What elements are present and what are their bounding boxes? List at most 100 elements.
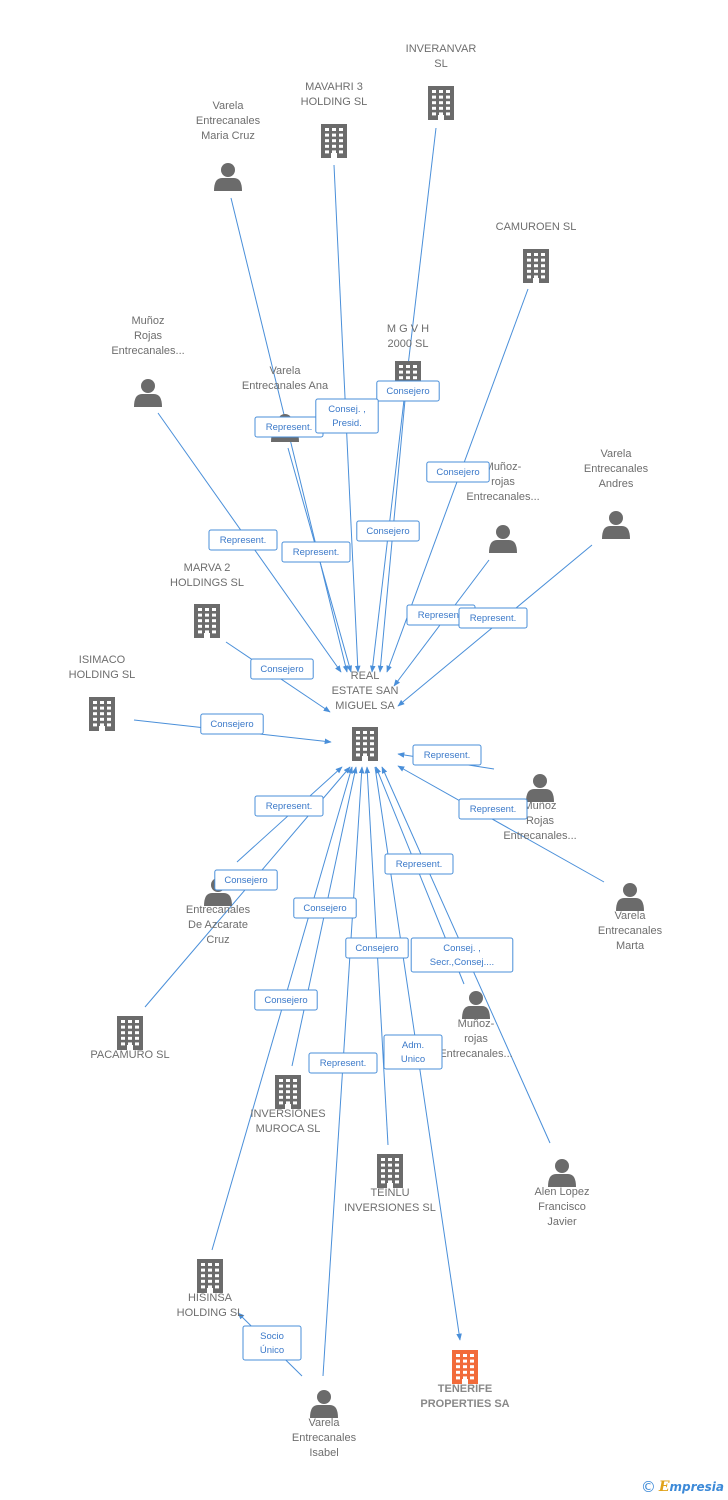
- node-label: Marta: [616, 940, 645, 952]
- building-icon: [452, 1350, 478, 1384]
- edge-label[interactable]: Represent.: [458, 798, 528, 820]
- person-icon: [526, 774, 554, 802]
- node-munoz-4[interactable]: Muñoz-rojasEntrecanales...: [439, 991, 513, 1060]
- edge-line-varela-marta-to-real-estate: [397, 765, 605, 883]
- edge-label-box[interactable]: [308, 1052, 378, 1074]
- edge-label-box[interactable]: [458, 607, 528, 629]
- edge-label-box[interactable]: [412, 744, 482, 766]
- person-icon: [462, 991, 490, 1019]
- edge-label-box[interactable]: [293, 897, 357, 919]
- edge-label[interactable]: Consej. ,Secr.,Consej....: [410, 937, 514, 973]
- edge-label[interactable]: Consejero: [214, 869, 278, 891]
- building-icon: [377, 1154, 403, 1188]
- person-icon: [548, 1159, 576, 1187]
- footer-brand: © Empresia: [641, 1476, 724, 1498]
- edge-label[interactable]: Represent.: [281, 541, 351, 563]
- edge-label[interactable]: Consejero: [293, 897, 357, 919]
- edge-label-text: Represent.: [470, 613, 516, 624]
- edge-label[interactable]: Consejero: [356, 520, 420, 542]
- edge-label-box[interactable]: [242, 1325, 302, 1361]
- edge-label-text: Represent.: [470, 804, 516, 815]
- brand-initial: E: [658, 1479, 670, 1495]
- edge-label[interactable]: Represent.: [412, 744, 482, 766]
- edge-label-box[interactable]: [345, 937, 409, 959]
- node-label: Muñoz: [131, 315, 164, 327]
- edge-label-box[interactable]: [254, 795, 324, 817]
- edge-label-box[interactable]: [376, 380, 440, 402]
- edge-label[interactable]: Consej. ,Presid.: [315, 398, 379, 434]
- node-label: SL: [434, 58, 447, 70]
- edge-label-box[interactable]: [356, 520, 420, 542]
- edge-label[interactable]: Consejero: [250, 658, 314, 680]
- edge-label[interactable]: Consejero: [200, 713, 264, 735]
- edge-label-text: Unico: [401, 1054, 425, 1065]
- edge-label-text: Represent.: [266, 801, 312, 812]
- node-label: rojas: [464, 1033, 488, 1045]
- edge-label-box[interactable]: [383, 1034, 443, 1070]
- edge-label-box[interactable]: [410, 937, 514, 973]
- person-icon: [310, 1390, 338, 1418]
- empresia-logo[interactable]: Empresia: [659, 1478, 724, 1496]
- edge-label[interactable]: Represent.: [208, 529, 278, 551]
- node-label: PROPERTIES SA: [420, 1398, 509, 1410]
- edge-label[interactable]: Consejero: [426, 461, 490, 483]
- node-label: HOLDING SL: [177, 1307, 244, 1319]
- building-icon: [352, 727, 378, 761]
- node-label: Varela: [309, 1417, 341, 1429]
- node-label: 2000 SL: [388, 338, 429, 350]
- edge-label-box[interactable]: [458, 798, 528, 820]
- node-label: Varela: [213, 100, 245, 112]
- node-label: Rojas: [134, 330, 163, 342]
- edge-label[interactable]: Consejero: [345, 937, 409, 959]
- node-pacamuro[interactable]: PACAMURO SL: [90, 1016, 170, 1061]
- edge-label-box[interactable]: [250, 658, 314, 680]
- node-munoz-3[interactable]: MuñozRojasEntrecanales...: [503, 774, 577, 842]
- node-label: ESTATE SAN: [332, 685, 399, 697]
- node-label: PACAMURO SL: [90, 1049, 169, 1061]
- edge-label-text: Consejero: [264, 995, 307, 1006]
- edge-label-box[interactable]: [384, 853, 454, 875]
- node-munoz-2[interactable]: Muñoz-rojasEntrecanales...: [466, 461, 540, 553]
- edge-label[interactable]: Represent.: [254, 416, 324, 438]
- edge-label[interactable]: Adm.Unico: [383, 1034, 443, 1070]
- edge-label-text: Consejero: [355, 943, 398, 954]
- edge-label-box[interactable]: [200, 713, 264, 735]
- node-munoz-1[interactable]: MuñozRojasEntrecanales...: [111, 315, 185, 407]
- edge-label[interactable]: Represent.: [384, 853, 454, 875]
- edge-label[interactable]: Represent.: [254, 795, 324, 817]
- edge-label-text: Consejero: [303, 903, 346, 914]
- edge-label-box[interactable]: [214, 869, 278, 891]
- edge-label[interactable]: Represent.: [458, 607, 528, 629]
- edge-label-box[interactable]: [254, 989, 318, 1011]
- node-label: Alen Lopez: [534, 1186, 589, 1198]
- edge-label-box[interactable]: [315, 398, 379, 434]
- building-icon: [523, 249, 549, 283]
- edge-label-box[interactable]: [426, 461, 490, 483]
- edge-labels-layer: ConsejeroConsejeroRepresent.ConsejeroRep…: [200, 380, 528, 1361]
- node-label: INVERSIONES SL: [344, 1202, 436, 1214]
- node-label: Entrecanales...: [111, 345, 184, 357]
- edge-label-box[interactable]: [208, 529, 278, 551]
- edge-label[interactable]: Represent.: [308, 1052, 378, 1074]
- node-camuroen[interactable]: CAMUROEN SL: [496, 221, 577, 283]
- node-label: Javier: [547, 1216, 577, 1228]
- edge-label[interactable]: Consejero: [254, 989, 318, 1011]
- edge-label-text: Consejero: [386, 386, 429, 397]
- edge-label-box[interactable]: [281, 541, 351, 563]
- edge-label[interactable]: Consejero: [376, 380, 440, 402]
